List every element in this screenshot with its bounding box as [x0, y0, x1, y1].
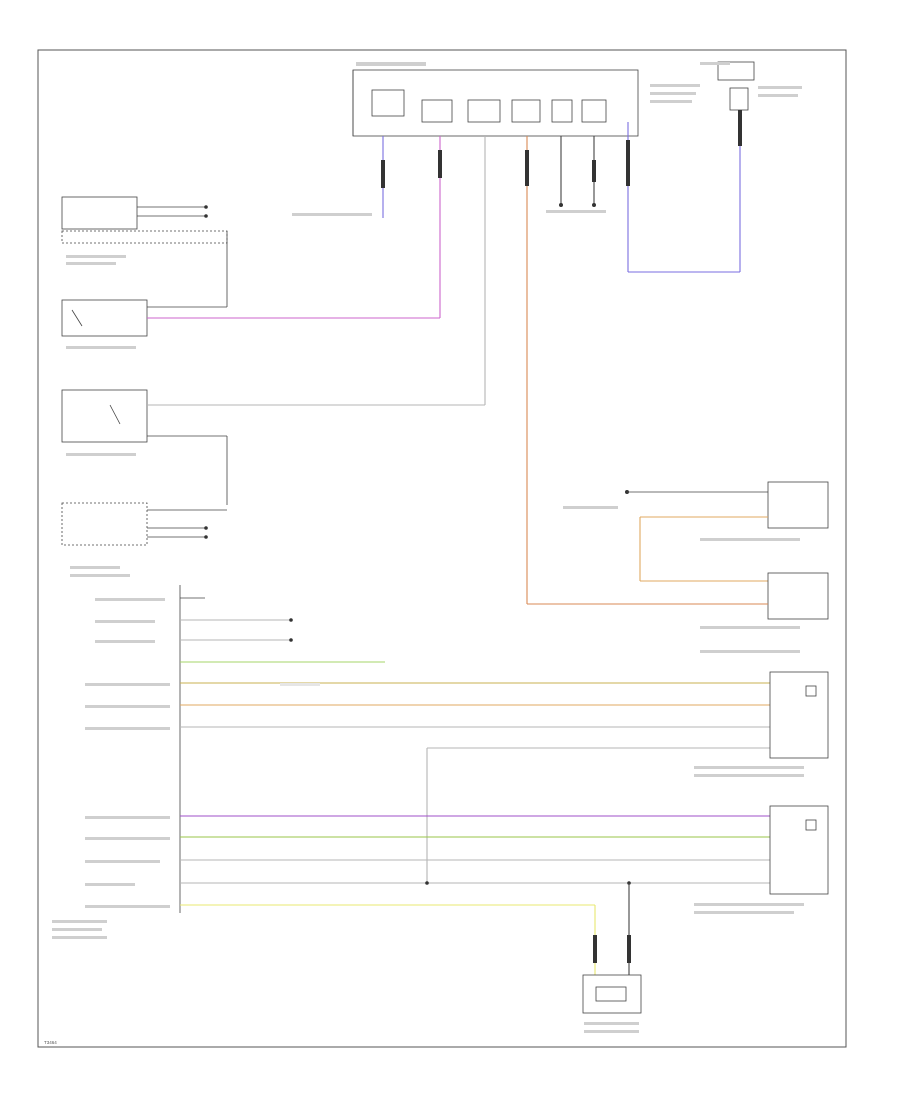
- passenger-pretensioner-wires: [180, 671, 829, 883]
- top-connectors: [381, 110, 742, 188]
- rear-seat-sensors: [527, 481, 829, 620]
- label-marks: [52, 62, 804, 1033]
- restraints-control-module: [179, 585, 385, 913]
- junction-box: [352, 69, 639, 137]
- fuse-block-right: [717, 61, 755, 111]
- driver-door-switch: [61, 196, 440, 337]
- passenger-door-switch: [61, 389, 485, 546]
- top-wires: [382, 110, 741, 604]
- driver-pretensioner-wires: [180, 805, 829, 975]
- diagram-frame: [37, 49, 847, 1048]
- driver-seat-sensor: [582, 935, 642, 1014]
- footer-code: T3464: [44, 1040, 57, 1045]
